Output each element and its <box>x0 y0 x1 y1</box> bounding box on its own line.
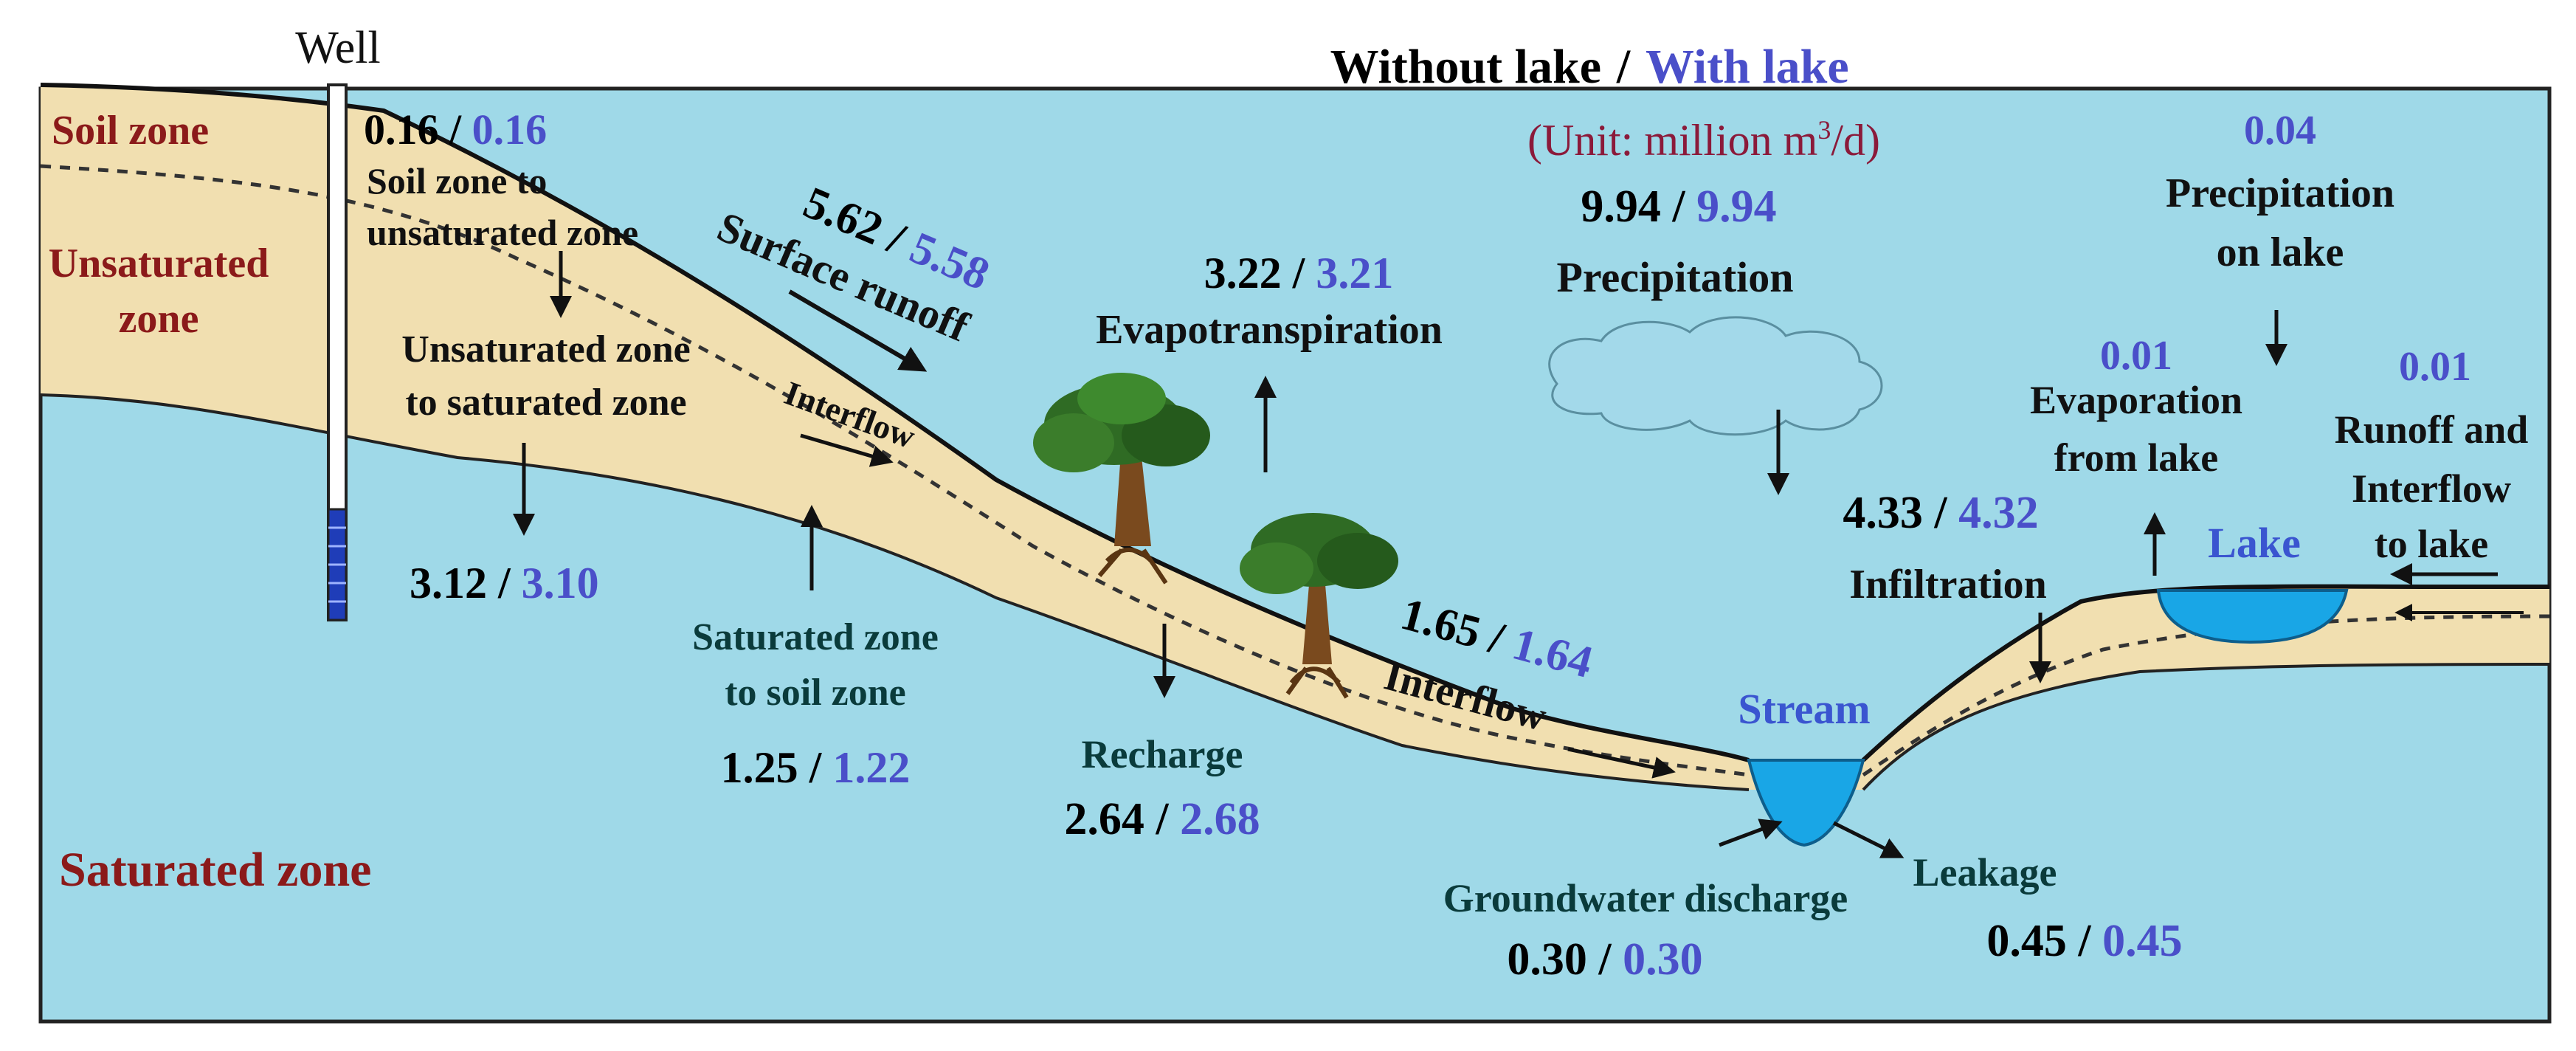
stream-label: Stream <box>1738 685 1870 733</box>
sat-to-soil-label-2: to soil zone <box>725 672 906 714</box>
arrow-surface-runoff <box>788 289 928 372</box>
evaporation-from-lake-value: 0.01 <box>2100 333 2172 379</box>
legend-with-label: With lake <box>1646 40 1849 94</box>
unsat-to-sat-value: 3.12 / 3.10 <box>410 559 599 607</box>
soil-to-unsat-label-1: Soil zone to <box>367 160 547 201</box>
water-table-left <box>40 393 1750 791</box>
well-screen <box>327 508 348 621</box>
arrow-interflow-lower <box>1567 747 1676 779</box>
unsat-to-sat-label-1: Unsaturated zone <box>401 328 690 371</box>
precipitation-on-lake-label-2: on lake <box>2217 230 2344 275</box>
sat-to-soil-label-1: Saturated zone <box>692 616 939 658</box>
unsat-to-sat-label-2: to saturated zone <box>405 382 686 424</box>
groundwater-discharge-label: Groundwater discharge <box>1443 876 1848 920</box>
runoff-to-lake-label-2: Interflow <box>2352 466 2511 511</box>
leakage-label: Leakage <box>1913 850 2057 895</box>
groundwater-discharge-value: 0.30 / 0.30 <box>1507 934 1702 985</box>
legend-without-label: Without lake <box>1330 40 1601 94</box>
soil-area <box>41 85 2549 790</box>
sat-to-soil-value: 1.25 / 1.22 <box>721 743 911 792</box>
interflow-lower-value: 1.65 / 1.64 <box>1395 589 1598 688</box>
unit-label: (Unit: million m3/d) <box>1527 115 1880 165</box>
saturated-zone-label: Saturated zone <box>59 843 371 897</box>
lake-body <box>2156 589 2349 644</box>
lake-label: Lake <box>2208 519 2301 567</box>
runoff-to-lake-value: 0.01 <box>2399 344 2471 390</box>
unsaturated-zone-label-2: zone <box>119 296 199 342</box>
soil-to-unsat-value: 0.16 / 0.16 <box>364 106 547 154</box>
evaporation-from-lake-label-2: from lake <box>2054 435 2218 480</box>
infiltration-value: 4.33 / 4.32 <box>1843 488 2038 538</box>
tree-icon <box>1240 513 1398 699</box>
runoff-to-lake-label-1: Runoff and <box>2335 407 2529 452</box>
leakage-value: 0.45 / 0.45 <box>1986 916 2182 966</box>
recharge-label: Recharge <box>1082 732 1243 776</box>
evaporation-from-lake-label-1: Evaporation <box>2030 378 2242 422</box>
water-table-right <box>1862 663 2550 791</box>
arrow-groundwater-discharge <box>1719 819 1783 847</box>
legend-separator: / <box>1616 40 1631 94</box>
arrow-interflow-upper <box>800 433 894 467</box>
ground-surface-left <box>40 83 1750 762</box>
ground-surface-right <box>1861 584 2549 762</box>
well-label: Well <box>295 23 381 73</box>
precipitation-label: Precipitation <box>1556 253 1793 301</box>
precipitation-value: 9.94 / 9.94 <box>1581 182 1776 232</box>
infiltration-label: Infiltration <box>1849 562 2047 607</box>
cloud-icon <box>1548 316 1883 436</box>
soil-zone-boundary-left <box>40 164 1750 777</box>
tree-icon <box>1033 373 1210 585</box>
soil-zone-boundary-right <box>1862 614 2550 777</box>
runoff-to-lake-label-3: to lake <box>2375 522 2489 566</box>
soil-zone-label: Soil zone <box>52 108 209 154</box>
evapotranspiration-value: 3.22 / 3.21 <box>1204 249 1394 297</box>
precipitation-on-lake-label-1: Precipitation <box>2166 170 2394 216</box>
recharge-value: 2.64 / 2.68 <box>1064 794 1260 844</box>
soil-to-unsat-label-2: unsaturated zone <box>367 212 638 253</box>
precipitation-on-lake-value: 0.04 <box>2244 108 2316 154</box>
arrow-leakage <box>1832 821 1905 858</box>
evapotranspiration-label: Evapotranspiration <box>1096 307 1443 353</box>
unsaturated-zone-label-1: Unsaturated <box>49 241 269 286</box>
